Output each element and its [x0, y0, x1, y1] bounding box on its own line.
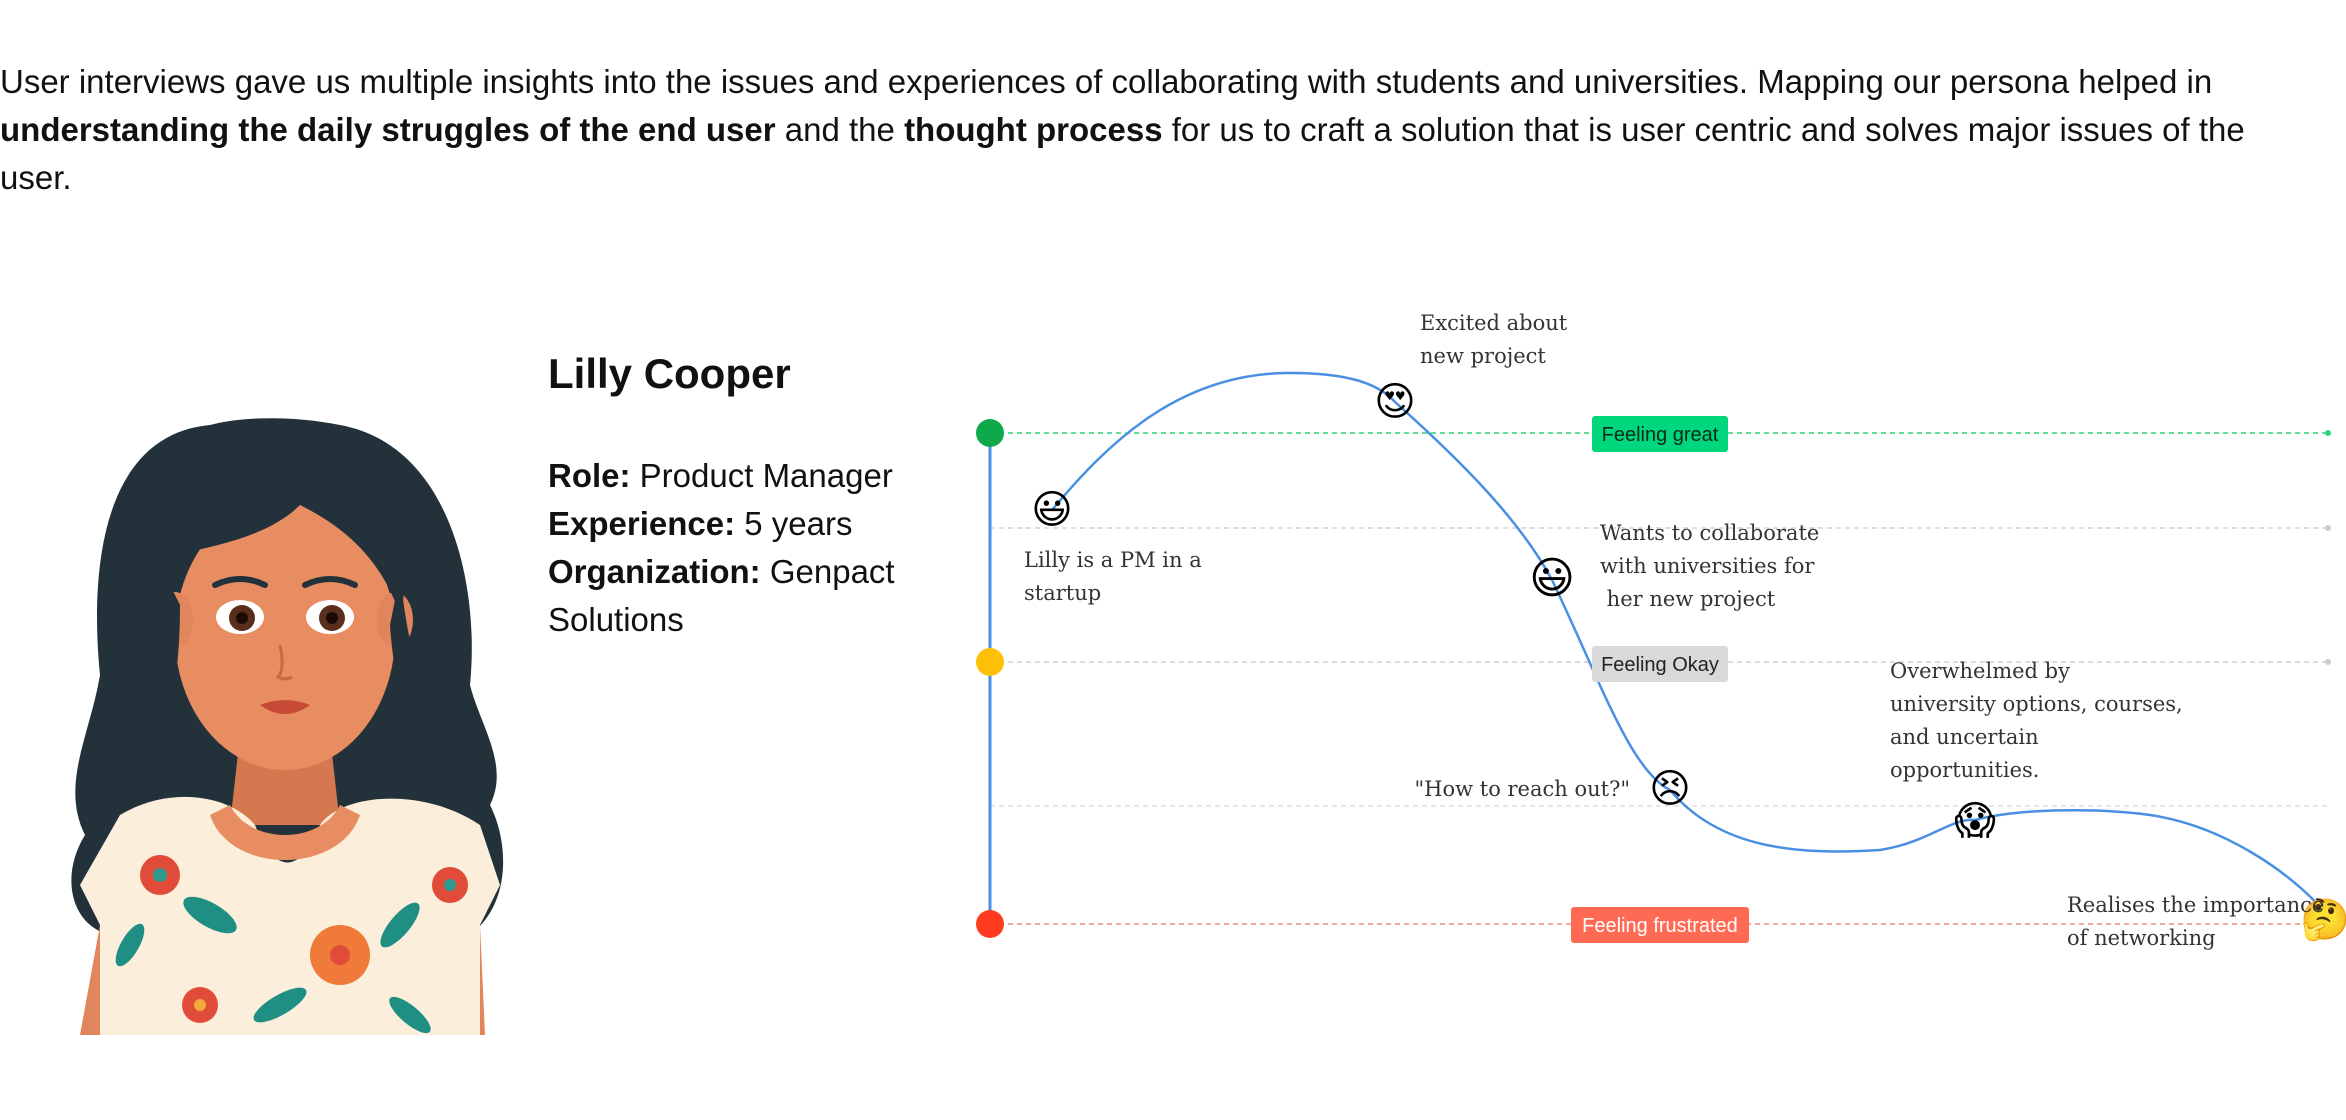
- note-pm-line1: Lilly is a PM in a: [1024, 548, 1202, 572]
- note-overwhelmed-line2: university options, courses,: [1890, 692, 2183, 716]
- organization-label: Organization:: [548, 553, 761, 590]
- experience-value: 5 years: [735, 505, 853, 542]
- intro-text-2: and the: [775, 111, 905, 148]
- intro-text-1: User interviews gave us multiple insight…: [0, 63, 2213, 100]
- badge-feeling-okay: [1592, 646, 1728, 682]
- note-realise-line1: Realises the importance: [2067, 893, 2324, 917]
- emoji-frustrated: 😣: [1649, 766, 1691, 812]
- badge-feeling-great: [1592, 416, 1728, 452]
- note-overwhelmed-line3: and uncertain: [1890, 725, 2039, 749]
- persona-experience: Experience: 5 years: [548, 500, 968, 548]
- badge-feeling-great-text: Feeling great: [1602, 424, 1719, 446]
- axis-dot-great: [976, 419, 1004, 447]
- role-label: Role:: [548, 457, 631, 494]
- persona-name: Lilly Cooper: [548, 350, 791, 397]
- persona-details: Lilly Cooper Role: Product Manager Exper…: [548, 348, 968, 644]
- intro-bold-2: thought process: [904, 111, 1163, 148]
- intro-text-3: for us to craft a solution that is user …: [0, 111, 2245, 196]
- note-collab-line2: with universities for: [1600, 554, 1815, 578]
- emoji-heart-eyes: 😍: [1374, 379, 1416, 425]
- badge-feeling-frustrated: [1571, 907, 1749, 943]
- persona-avatar: [71, 418, 504, 1035]
- emoji-smile-collab: 😃: [1529, 553, 1575, 604]
- note-overwhelmed-line4: opportunities.: [1890, 758, 2039, 782]
- persona-role: Role: Product Manager: [548, 452, 968, 500]
- intro-bold-1: understanding the daily struggles of the…: [0, 111, 776, 148]
- axis-dot-frustrated: [976, 910, 1004, 938]
- axis-dot-okay: [976, 648, 1004, 676]
- badge-feeling-frustrated-text: Feeling frustrated: [1582, 915, 1738, 937]
- persona-organization: Organization: Genpact Solutions: [548, 548, 968, 644]
- note-collab-line1: Wants to collaborate: [1600, 521, 1819, 545]
- badge-feeling-okay-text: Feeling Okay: [1601, 654, 1719, 676]
- note-realise-line2: of networking: [2067, 926, 2216, 950]
- emoji-thinking: 🤔: [2300, 897, 2346, 943]
- note-excited-line2: new project: [1420, 344, 1546, 368]
- emoji-scream: 😱: [1954, 798, 1996, 844]
- experience-label: Experience:: [548, 505, 736, 542]
- note-overwhelmed-line1: Overwhelmed by: [1890, 659, 2070, 683]
- note-excited-line1: Excited about: [1420, 311, 1568, 335]
- journey-curve: [1051, 371, 2331, 919]
- emoji-smile-start: 😃: [1031, 487, 1073, 533]
- note-reach-out: "How to reach out?": [1415, 777, 1631, 801]
- intro-paragraph: User interviews gave us multiple insight…: [0, 58, 2320, 202]
- organization-value: Genpact Solutions: [548, 553, 895, 638]
- note-pm-line2: startup: [1024, 581, 1101, 605]
- role-value: Product Manager: [630, 457, 893, 494]
- note-collab-line3: her new project: [1600, 587, 1776, 611]
